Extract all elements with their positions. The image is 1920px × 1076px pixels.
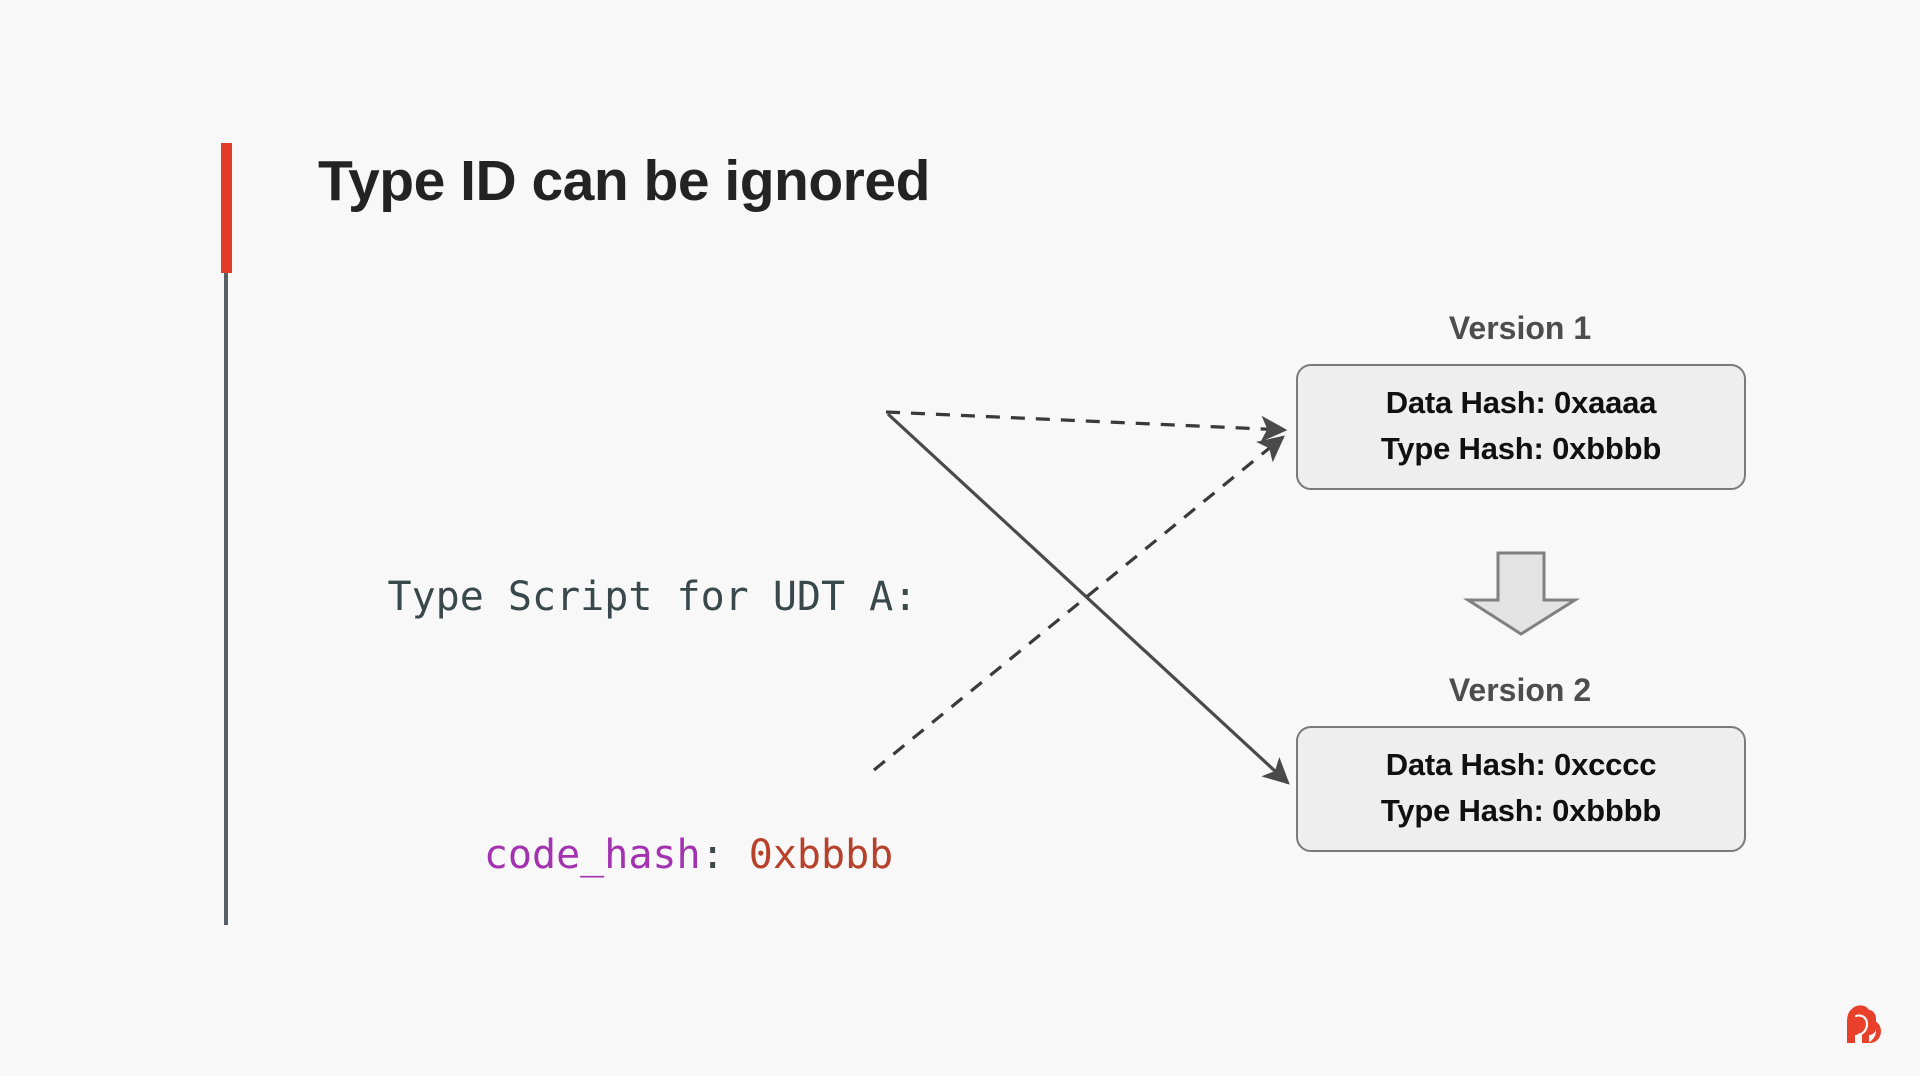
code-sep: : <box>700 832 749 878</box>
left-vertical-rule <box>224 273 228 925</box>
version-2-label: Version 2 <box>1448 672 1592 708</box>
code-value-a-code-hash: 0xbbbb <box>748 832 894 878</box>
page-title: Type ID can be ignored <box>318 149 930 213</box>
connector-udt-a-to-version2 <box>886 412 1290 785</box>
version-2-data-hash: Data Hash: 0xcccc <box>1385 747 1657 782</box>
code-key-a-code-hash: code_hash <box>483 832 701 878</box>
connector-udt-a-to-version1 <box>885 410 1288 443</box>
version-1-label: Version 1 <box>1448 310 1592 346</box>
code-line-header-a: Type Script for UDT A: <box>243 468 918 620</box>
version-transition-arrow-icon <box>1462 551 1581 636</box>
code-indent <box>388 832 484 878</box>
version-2-box: Data Hash: 0xcccc Type Hash: 0xbbbb <box>1296 726 1746 852</box>
gorilla-logo <box>1847 1005 1881 1043</box>
code-header-a: Type Script for UDT A: <box>387 574 918 620</box>
version-1-type-hash: Type Hash: 0xbbbb <box>1380 431 1662 466</box>
version-1-data-hash: Data Hash: 0xaaaa <box>1385 385 1657 420</box>
code-line-a-hash-type: hash_type: type <box>243 984 917 1070</box>
code-block: Type Script for UDT A: code_hash: 0xbbbb… <box>243 296 918 1076</box>
code-line-a-code-hash: code_hash: 0xbbbb <box>243 726 917 878</box>
connector-udt-b-to-version1 <box>872 435 1285 772</box>
title-accent-bar <box>221 143 232 273</box>
version-2-type-hash: Type Hash: 0xbbbb <box>1380 793 1662 828</box>
version-1-box: Data Hash: 0xaaaa Type Hash: 0xbbbb <box>1296 364 1746 490</box>
